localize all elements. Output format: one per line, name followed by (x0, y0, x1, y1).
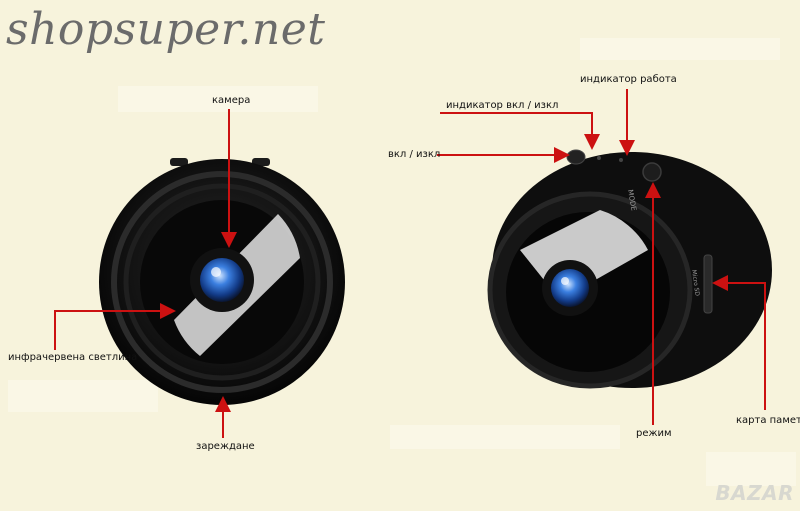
mode-marking: MODE (626, 189, 638, 211)
label-memory-card: карта памет (736, 415, 800, 426)
watermark-text: shopsuper.net (6, 4, 326, 55)
camera-front-view (99, 158, 345, 405)
power-led (597, 156, 601, 160)
microsd-marking: Micro SD (690, 269, 701, 297)
label-power-indicator: индикатор вкл / изкл (446, 100, 559, 111)
background-panel (580, 38, 780, 60)
arrow-infrared (54, 303, 176, 350)
body-ring (123, 183, 321, 381)
background-panel (390, 425, 620, 449)
lens-highlight (211, 267, 221, 277)
label-power-switch: вкл / изкл (388, 149, 441, 160)
top-button (170, 158, 188, 166)
lens (551, 269, 589, 307)
background-panel (118, 86, 318, 112)
lens-highlight (561, 277, 569, 285)
label-work-indicator: индикатор работа (580, 74, 677, 85)
bazar-logo: BAZAR (715, 481, 794, 505)
body-top (560, 116, 660, 140)
work-led (619, 158, 623, 162)
label-charging: зареждане (196, 441, 255, 452)
label-camera: камера (212, 95, 251, 106)
arrow-memory-card (712, 275, 766, 410)
annotation-arrows (54, 89, 766, 438)
background-panel (8, 380, 158, 412)
label-infrared: инфрачервена светлина (8, 352, 138, 363)
microsd-slot (703, 254, 713, 314)
label-mode: режим (636, 428, 672, 439)
arrow-power-indicator (440, 112, 600, 150)
mode-button (642, 162, 662, 182)
lens (200, 258, 244, 302)
background-panel (706, 452, 796, 486)
power-switch (566, 149, 586, 165)
body-ring (111, 171, 333, 393)
camera-side-view: MODE Micro SD (487, 116, 772, 389)
